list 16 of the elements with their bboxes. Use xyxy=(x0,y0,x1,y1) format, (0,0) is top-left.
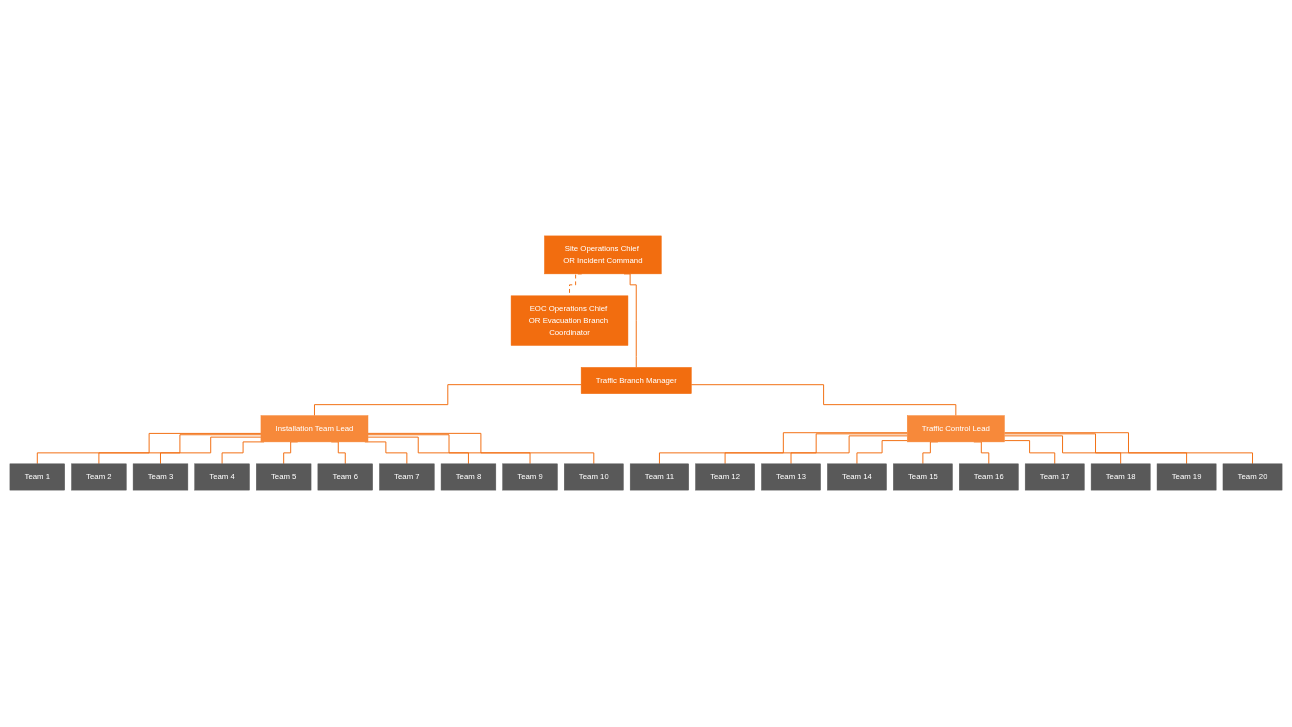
connector xyxy=(658,432,908,465)
connector xyxy=(98,434,262,465)
connector xyxy=(690,384,957,417)
connector xyxy=(367,434,531,465)
connector xyxy=(36,433,262,465)
connector xyxy=(367,437,469,465)
connector xyxy=(314,384,582,417)
connector xyxy=(1003,435,1122,465)
connector xyxy=(1003,440,1056,465)
connector xyxy=(1003,433,1188,465)
connector xyxy=(724,433,908,465)
connector xyxy=(367,433,595,465)
connector xyxy=(790,435,908,465)
connector xyxy=(856,440,908,465)
connector xyxy=(160,437,262,465)
connector xyxy=(1003,432,1253,465)
